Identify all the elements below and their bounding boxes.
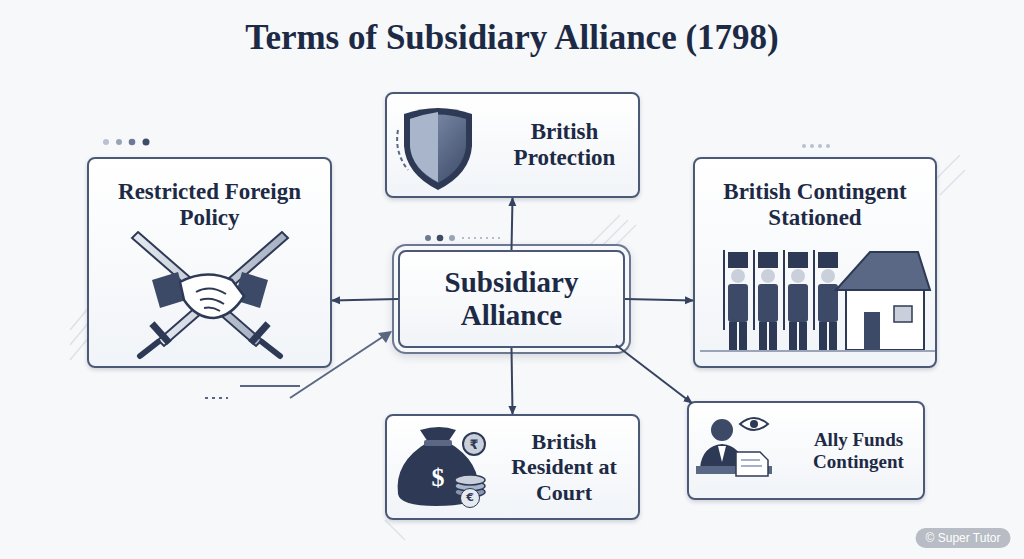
diagram-title: Terms of Subsidiary Alliance (1798) [0, 18, 1024, 58]
box-label: Subsidiary Alliance [408, 266, 615, 333]
dots [449, 235, 455, 241]
connector-arrow [625, 299, 693, 300]
watermark: © Super Tutor [916, 528, 1011, 548]
box-label: Ally Funds Contingent [801, 429, 916, 473]
term-box: British Contingent Stationed [693, 157, 937, 368]
dots [425, 235, 431, 241]
text-area: Ally Funds Contingent [801, 409, 916, 492]
hatching [590, 215, 620, 245]
pointer-arrow [378, 331, 392, 343]
term-box: British Resident at Court [385, 414, 640, 520]
dashes [240, 385, 300, 387]
text-area: Restricted Foreign Policy [104, 173, 315, 237]
text-area: British Protection [497, 104, 632, 186]
connector-arrow [616, 345, 692, 403]
currency-symbol: ₹ [469, 437, 478, 452]
dots [143, 139, 150, 146]
connector-arrow [512, 198, 513, 250]
currency-symbol: € [460, 488, 480, 508]
hatching [940, 170, 965, 195]
connector-arrow [332, 299, 398, 300]
term-box: Restricted Foreign Policy [87, 157, 332, 368]
box-label: British Resident at Court [505, 429, 623, 505]
box-label: British Contingent Stationed [701, 179, 929, 232]
hatching [935, 155, 960, 180]
dots [103, 139, 109, 145]
dots [116, 139, 122, 145]
hatching [598, 220, 628, 250]
dots [437, 235, 444, 242]
dashes [205, 397, 228, 399]
box-label: Restricted Foreign Policy [104, 179, 315, 232]
term-box: Ally Funds Contingent [687, 401, 925, 500]
currency-symbol: $ [432, 463, 445, 493]
central-box: Subsidiary Alliance [398, 250, 625, 348]
dots [129, 139, 136, 146]
hatching [70, 155, 965, 540]
text-area: British Contingent Stationed [701, 173, 929, 237]
dots [818, 144, 822, 148]
dots [802, 144, 806, 148]
text-area: British Resident at Court [505, 424, 623, 510]
dashes [462, 237, 500, 239]
term-box: British Protection [385, 92, 640, 198]
dots [810, 144, 814, 148]
dots [826, 144, 830, 148]
box-label: British Protection [497, 119, 632, 172]
connector-arrow [512, 348, 513, 414]
text-area: Subsidiary Alliance [408, 258, 615, 340]
hatching [385, 520, 405, 540]
